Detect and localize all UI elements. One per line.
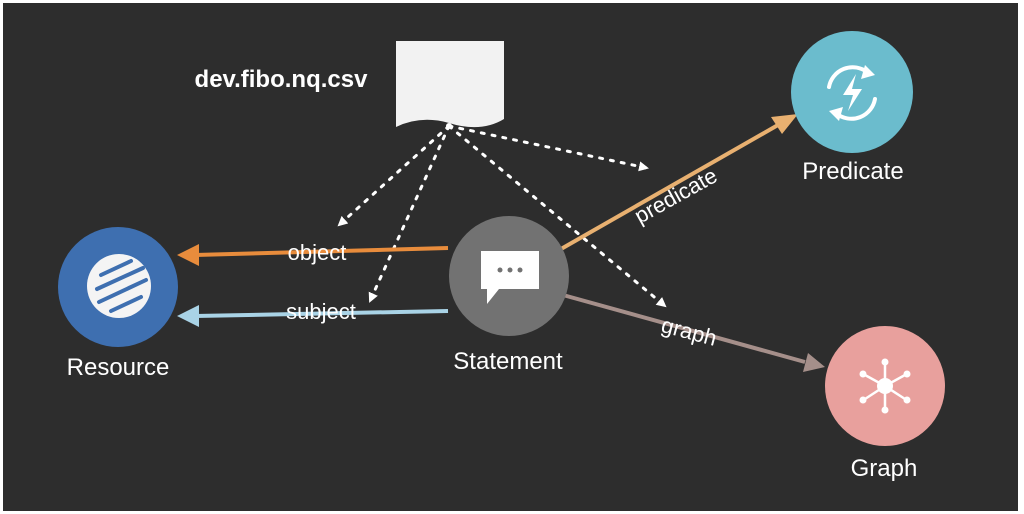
node-resource[interactable]: Resource	[58, 227, 178, 381]
node-graph-label: Graph	[851, 455, 918, 482]
node-predicate[interactable]: Predicate	[791, 31, 913, 185]
node-statement-label: Statement	[453, 348, 563, 375]
edge-label-predicate: predicate	[630, 163, 721, 229]
dotted-link-to-graph	[447, 124, 667, 308]
dotted-link-to-predicate	[447, 124, 649, 172]
diagram-canvas: object subject predicate graph dev.fibo.…	[3, 3, 1018, 511]
dotted-links	[337, 124, 667, 308]
edge-predicate	[560, 114, 798, 251]
network-hub-icon	[859, 358, 911, 414]
document-icon	[396, 41, 504, 128]
node-statement[interactable]: Statement	[449, 216, 569, 375]
node-resource-label: Resource	[67, 354, 170, 381]
edge-object	[177, 244, 449, 266]
lightning-refresh-icon	[827, 65, 877, 121]
edge-subject	[177, 305, 449, 327]
flow-diagram: object subject predicate graph dev.fibo.…	[58, 31, 945, 482]
edge-graph	[562, 293, 825, 372]
dotted-link-to-object	[337, 124, 451, 227]
edge-label-object: object	[288, 240, 347, 265]
edge-label-subject: subject	[286, 299, 356, 324]
source-file[interactable]: dev.fibo.nq.csv	[195, 41, 504, 128]
resource-icon	[87, 254, 151, 318]
dotted-link-to-subject	[368, 124, 451, 303]
node-graph[interactable]: Graph	[825, 326, 945, 482]
edge-label-graph: graph	[659, 312, 720, 351]
source-file-label: dev.fibo.nq.csv	[195, 66, 369, 93]
chat-bubble-icon	[481, 251, 539, 304]
source-anchor-dot	[446, 123, 452, 129]
node-predicate-label: Predicate	[802, 158, 903, 185]
